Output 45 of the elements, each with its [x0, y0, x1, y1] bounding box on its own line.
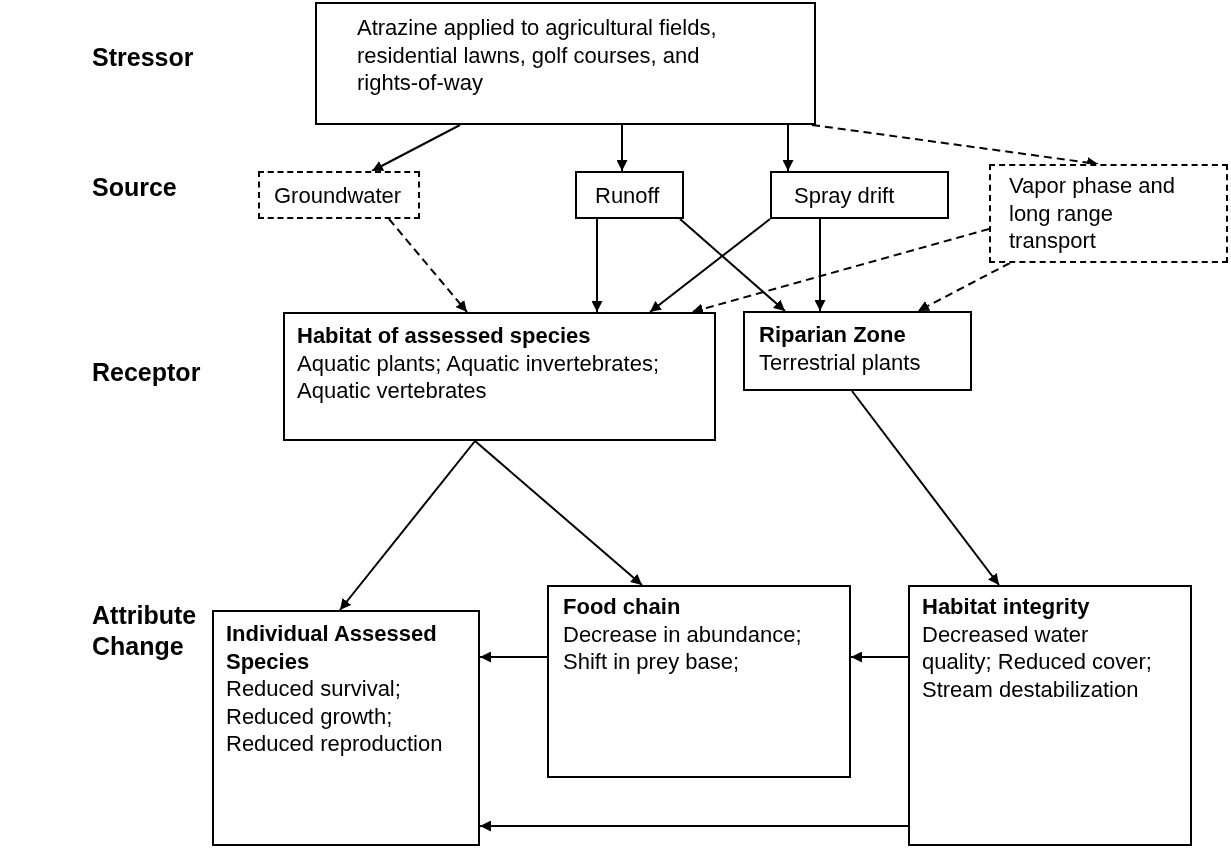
box-text: Vapor phase and long range transport	[1009, 172, 1176, 255]
effect-box	[212, 610, 480, 846]
box-heading: Riparian Zone	[759, 321, 907, 349]
box-heading: Habitat integrity	[922, 593, 1091, 621]
box-heading: Individual Assessed Species	[226, 620, 438, 675]
box-text: Reduced survival; Reduced growth; Reduced reproduction	[226, 675, 444, 758]
box-heading: Habitat of assessed species	[297, 322, 592, 350]
row-label: Receptor	[92, 357, 202, 388]
arrow	[679, 218, 786, 312]
row-label: Attribute Change	[92, 600, 198, 663]
arrow	[591, 218, 603, 313]
box-text: Atrazine applied to agricultural fields, residential lawns, golf courses, and rights-of-way	[357, 14, 718, 97]
arrow	[851, 390, 1000, 586]
source-box	[989, 164, 1228, 263]
dashed-arrow	[388, 218, 468, 313]
box-text: Groundwater	[274, 182, 403, 210]
arrow	[782, 124, 794, 172]
receptor-box	[743, 311, 972, 391]
arrow	[474, 440, 643, 586]
effect-box	[547, 585, 851, 778]
stressor-box	[315, 2, 816, 125]
arrow	[850, 651, 909, 663]
box-text: Spray drift	[794, 182, 896, 210]
arrow	[814, 218, 826, 312]
arrow	[339, 440, 476, 611]
row-label: Source	[92, 172, 178, 203]
box-text: Terrestrial plants	[759, 348, 922, 376]
effect-box	[908, 585, 1192, 846]
arrow	[649, 218, 771, 313]
source-box	[770, 171, 949, 219]
arrow	[616, 124, 628, 172]
box-heading: Food chain	[563, 593, 682, 621]
row-label: Stressor	[92, 42, 195, 73]
source-box	[575, 171, 684, 219]
receptor-box	[283, 312, 716, 441]
arrow	[371, 124, 461, 172]
box-text: Decreased water quality; Reduced cover; Stream destabilization	[922, 620, 1153, 703]
arrow	[479, 820, 909, 832]
box-text: Aquatic plants; Aquatic invertebrates; Aquatic vertebrates	[297, 349, 660, 405]
box-text: Runoff	[595, 182, 661, 210]
arrow	[479, 651, 548, 663]
box-text: Decrease in abundance; Shift in prey base;	[563, 620, 803, 676]
dashed-arrow	[917, 262, 1011, 312]
dashed-arrow	[691, 228, 990, 315]
source-box	[258, 171, 420, 219]
